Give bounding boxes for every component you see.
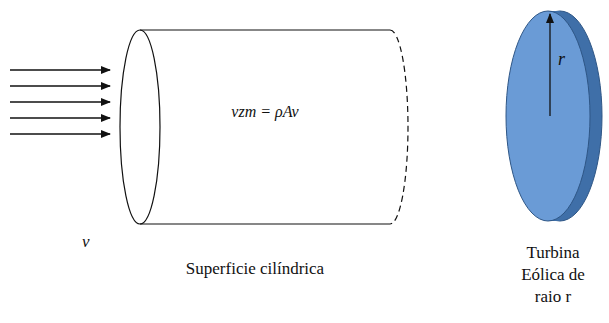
caption-text: Superficie cilíndrica [175, 258, 335, 280]
turbine-disc [506, 11, 602, 221]
turbine-node: rTurbina Eólica de raio r [500, 10, 606, 315]
radius-label: r [558, 48, 578, 71]
cylinder-node: vzm = ρAvSuperficie cilíndrica [120, 30, 410, 308]
wind-arrows [10, 70, 110, 134]
caption-text: Turbina Eólica de raio r [506, 242, 600, 308]
formula-text: vzm = ρAv [160, 102, 370, 123]
cylinder-surface [120, 30, 408, 224]
velocity-label: v [82, 232, 90, 252]
